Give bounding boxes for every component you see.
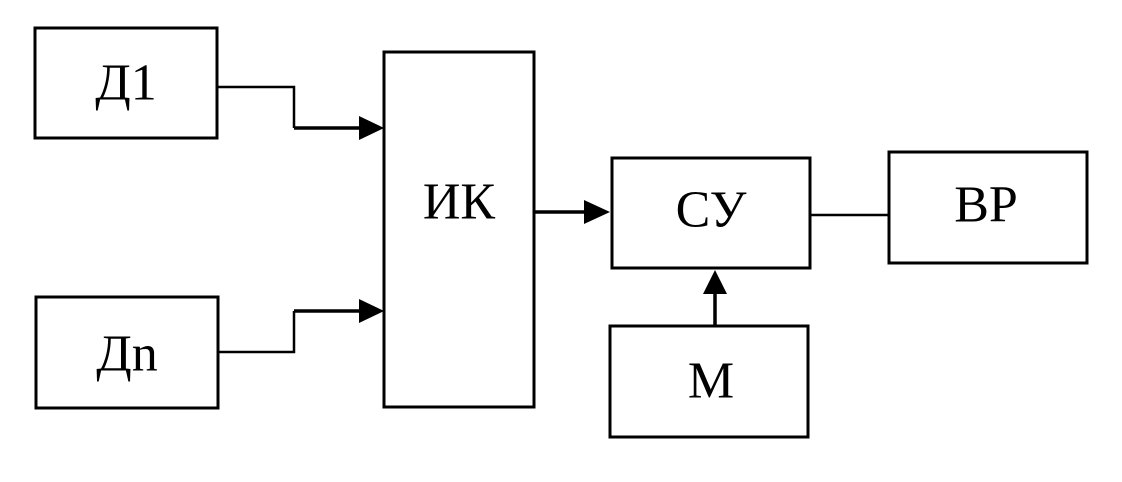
block-ik-label: ИК — [423, 174, 496, 231]
block-m: М — [608, 324, 810, 439]
block-vr-frame — [887, 150, 1089, 265]
block-dn: Дn — [34, 295, 220, 410]
arrowhead-icon — [703, 270, 727, 294]
connector-m-to-su — [703, 270, 727, 326]
connector-ik-to-su — [534, 200, 610, 224]
block-su-frame — [610, 156, 812, 270]
block-vr: ВР — [887, 150, 1089, 265]
connector-dn-to-ik-line — [218, 311, 296, 354]
block-ik-frame — [382, 50, 536, 409]
connector-d1-to-ik — [217, 85, 384, 140]
block-d1-frame — [33, 26, 219, 140]
connector-d1-to-ik-line — [217, 85, 296, 128]
block-ik: ИК — [382, 50, 536, 409]
block-su: СУ — [610, 156, 812, 270]
arrowhead-icon — [359, 116, 384, 140]
block-d1: Д1 — [33, 26, 219, 140]
block-m-label: М — [688, 353, 734, 410]
block-m-frame — [608, 324, 810, 439]
connector-dn-to-ik — [218, 299, 384, 354]
block-dn-label: Дn — [96, 326, 157, 383]
arrowhead-icon — [584, 200, 610, 224]
block-dn-frame — [34, 295, 220, 410]
arrowhead-icon — [359, 299, 384, 323]
block-su-label: СУ — [676, 182, 747, 239]
block-vr-label: ВР — [954, 177, 1018, 234]
block-d1-label: Д1 — [95, 55, 156, 112]
